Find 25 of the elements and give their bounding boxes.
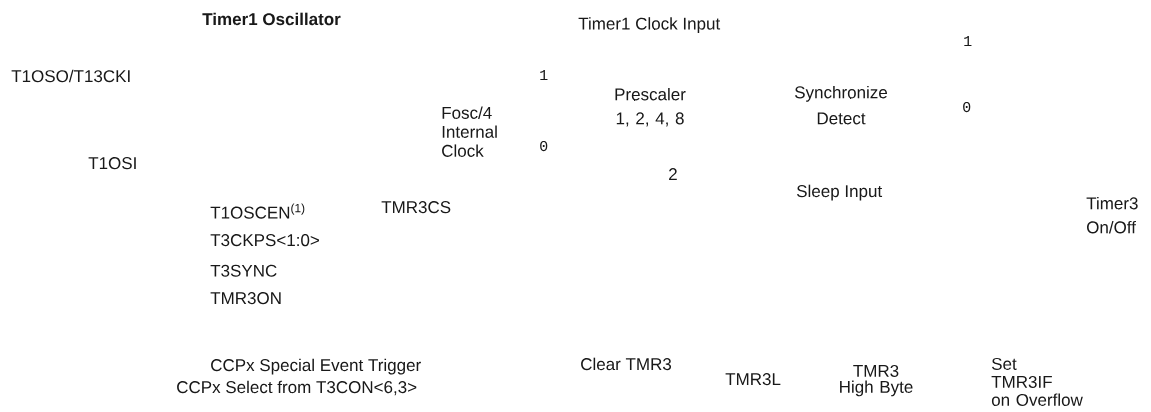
signal-label: Clear TMR3: [581, 357, 672, 371]
register-label: TMR3 High Byte: [840, 364, 913, 397]
signal-label: Set TMR3IF on Overflow: [991, 357, 1083, 406]
divider-label: 2: [669, 168, 677, 180]
register-label: TMR3L: [725, 373, 781, 386]
signal-label: Timer1 Clock Input: [578, 17, 721, 34]
signal-label: CCPx Special Event Trigger: [211, 358, 421, 375]
signal-label: TMR3ON: [210, 292, 281, 305]
signal-label: T3SYNC: [210, 264, 277, 277]
input-number: 0: [963, 101, 971, 113]
pin-label: T1OSI: [88, 157, 136, 170]
signal-label: TMR3CS: [381, 201, 451, 214]
block-label: Synchronize Detect: [795, 85, 887, 125]
signal-label: T1OSCEN$^{(1)}$: [210, 203, 305, 219]
block-label: Prescaler 1, 2, 4, 8: [615, 87, 686, 127]
signal-label: Fosc/4 Internal Clock: [442, 106, 497, 157]
input-number: 1: [540, 70, 548, 80]
input-number: 1: [964, 36, 972, 46]
signal-label: T3CKPS<1:0>: [210, 234, 319, 247]
heading: Timer1 Oscillator: [202, 12, 341, 26]
input-number: 0: [540, 140, 548, 152]
pin-label: T1OSO/T13CKI: [11, 69, 130, 83]
signal-label: Timer3 On/Off: [1086, 196, 1138, 234]
signal-label: CCPx Select from T3CON<6,3>: [177, 380, 417, 396]
signal-label: Sleep Input: [796, 184, 883, 201]
